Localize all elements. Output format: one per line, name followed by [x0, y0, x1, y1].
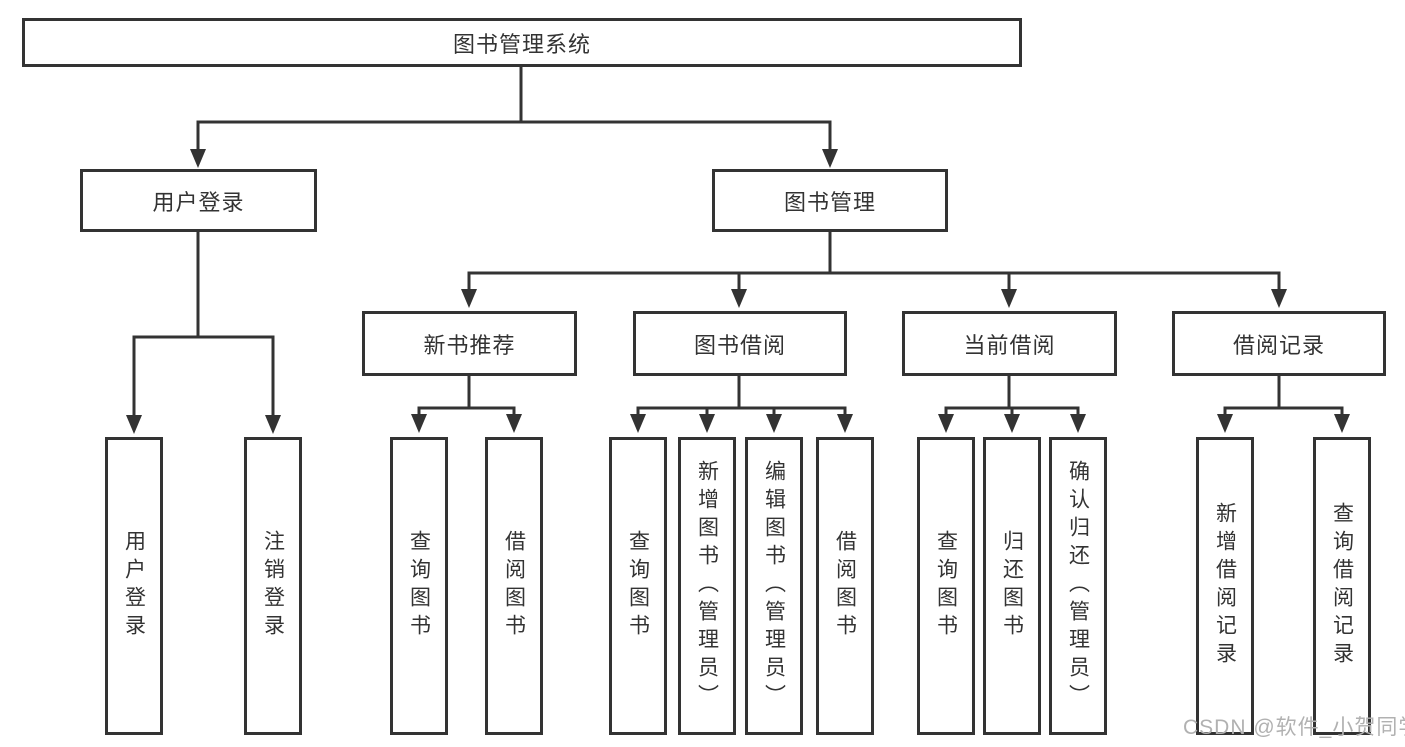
leaf-logout: 注销登录 — [244, 437, 302, 735]
node-borrowing-records: 借阅记录 — [1172, 311, 1386, 376]
node-label: 查询图书 — [934, 530, 958, 642]
node-label: 确认归还（管理员） — [1066, 460, 1090, 712]
node-label: 借阅图书 — [833, 530, 857, 642]
node-library-management-system: 图书管理系统 — [22, 18, 1022, 67]
node-label: 查询图书 — [407, 530, 431, 642]
leaf-borrow-books-recommend: 借阅图书 — [485, 437, 543, 735]
leaf-return-books: 归还图书 — [983, 437, 1041, 735]
leaf-query-books-current: 查询图书 — [917, 437, 975, 735]
leaf-query-books-borrowing: 查询图书 — [609, 437, 667, 735]
node-user-login: 用户登录 — [80, 169, 317, 232]
node-label: 归还图书 — [1000, 530, 1024, 642]
node-book-management: 图书管理 — [712, 169, 948, 232]
node-label: 注销登录 — [261, 530, 285, 642]
leaf-add-borrow-record: 新增借阅记录 — [1196, 437, 1254, 735]
node-label: 新书推荐 — [423, 332, 516, 358]
node-label: 借阅记录 — [1232, 332, 1325, 358]
leaf-edit-books-admin: 编辑图书（管理员） — [745, 437, 803, 735]
leaf-query-books-recommend: 查询图书 — [390, 437, 448, 735]
leaf-confirm-return-admin: 确认归还（管理员） — [1049, 437, 1107, 735]
node-label: 图书借阅 — [693, 332, 786, 358]
node-label: 图书管理 — [783, 189, 876, 215]
node-new-book-recommendation: 新书推荐 — [362, 311, 577, 376]
node-label: 新增借阅记录 — [1213, 502, 1237, 670]
leaf-user-login: 用户登录 — [105, 437, 163, 735]
leaf-add-books-admin: 新增图书（管理员） — [678, 437, 736, 735]
node-book-borrowing: 图书借阅 — [633, 311, 847, 376]
node-label: 编辑图书（管理员） — [762, 460, 786, 712]
node-label: 借阅图书 — [502, 530, 526, 642]
node-label: 查询借阅记录 — [1330, 502, 1354, 670]
leaf-borrow-books: 借阅图书 — [816, 437, 874, 735]
node-label: 查询图书 — [626, 530, 650, 642]
node-current-borrowing: 当前借阅 — [902, 311, 1117, 376]
leaf-query-borrow-record: 查询借阅记录 — [1313, 437, 1371, 735]
node-label: 用户登录 — [152, 189, 245, 215]
node-label: 图书管理系统 — [452, 31, 591, 57]
node-label: 新增图书（管理员） — [695, 460, 719, 712]
node-label: 用户登录 — [122, 530, 146, 642]
node-label: 当前借阅 — [963, 332, 1056, 358]
csdn-watermark: CSDN @软件_小贺同学 — [1183, 716, 1405, 739]
